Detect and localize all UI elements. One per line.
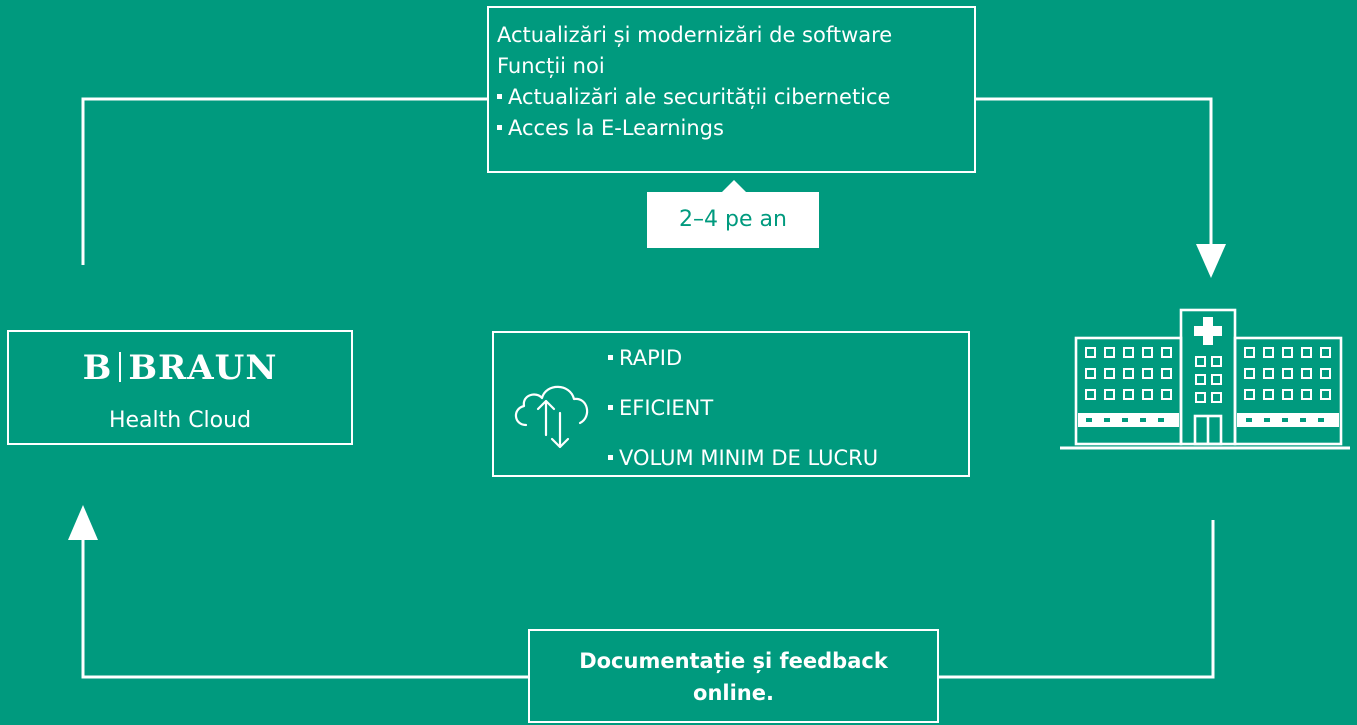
hospital-icon (1060, 308, 1350, 450)
feature-item-1: RAPID (608, 345, 682, 371)
feedback-line-1: Documentație și feedback (579, 649, 888, 673)
bullet-icon (497, 124, 502, 130)
arrow-down-to-hospital (1196, 244, 1226, 278)
bullet-icon (608, 354, 613, 360)
bullet-icon (608, 454, 613, 460)
arrow-up-to-cloud (68, 505, 98, 540)
badge-caret (722, 180, 746, 192)
frequency-badge: 2–4 pe an (647, 192, 819, 248)
bullet-icon (497, 93, 502, 99)
updates-item-2: Acces la E-Learnings (497, 113, 724, 143)
feature-item-3: VOLUM MINIM DE LUCRU (608, 445, 878, 471)
product-name: Health Cloud (108, 408, 252, 433)
top-right-connector (974, 97, 1213, 244)
updates-item-1: Actualizări ale securității cibernetice (497, 82, 890, 112)
logo-divider (119, 352, 122, 382)
feature-item-2: EFICIENT (608, 395, 713, 421)
updates-subtitle: Funcții noi (497, 54, 605, 78)
features-box: RAPID EFICIENT VOLUM MINIM DE LUCRU (492, 331, 970, 477)
updates-title: Actualizări și modernizări de software (497, 23, 893, 47)
feedback-box: Documentație și feedback online. (528, 629, 939, 723)
cloud-sync-icon (514, 385, 589, 449)
bullet-icon (608, 404, 613, 410)
bottom-right-connector (938, 520, 1215, 679)
bottom-left-connector (81, 540, 530, 679)
updates-box: Actualizări și modernizări de software F… (487, 6, 976, 173)
top-left-connector (81, 97, 490, 265)
feedback-line-2: online. (693, 681, 774, 705)
